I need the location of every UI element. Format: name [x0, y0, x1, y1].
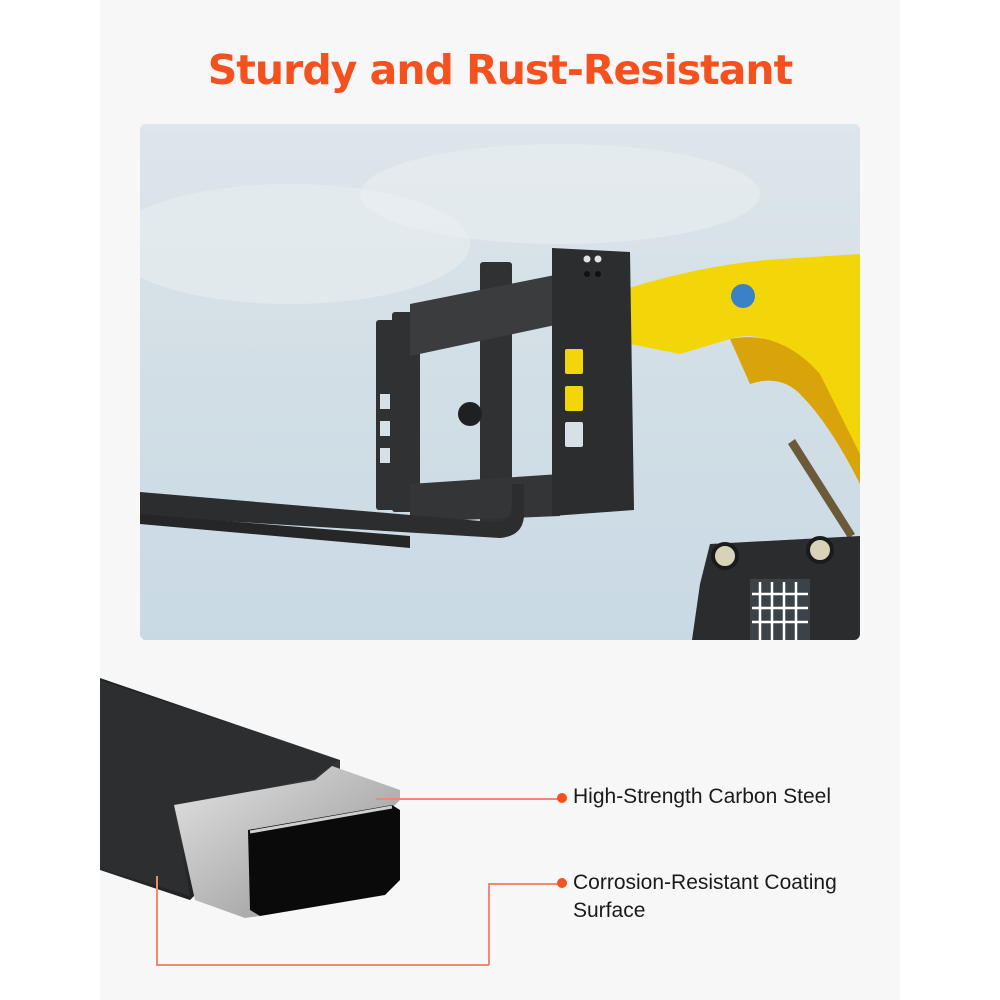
callout-line-coating-top: [488, 883, 562, 885]
callout-dot-carbon-steel: [557, 793, 567, 803]
callout-label-carbon-steel: High-Strength Carbon Steel: [573, 785, 831, 808]
logo-badge-icon: [731, 284, 755, 308]
callout-line-coating-vertical-left: [156, 876, 158, 965]
steel-tube-cross-section-illustration: [100, 678, 400, 918]
callout-line-coating-vertical-right: [488, 883, 490, 965]
forklift-attachment-illustration: [140, 144, 860, 640]
callout-label-coating-line1: Corrosion-Resistant Coating: [573, 871, 837, 894]
callout-line-carbon-steel: [376, 798, 562, 800]
page-title: Sturdy and Rust-Resistant: [207, 46, 793, 94]
product-photo: [140, 124, 860, 640]
callout-dot-coating: [557, 878, 567, 888]
callout-label-coating-line2: Surface: [573, 899, 646, 922]
callout-line-coating-bottom: [156, 964, 489, 966]
